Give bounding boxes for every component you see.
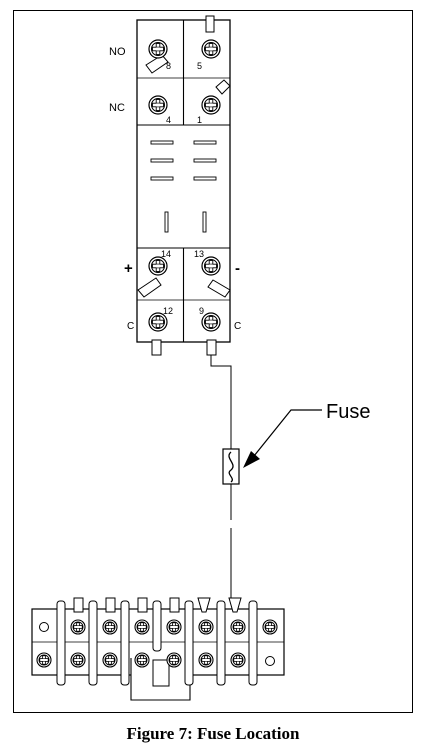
fuse [222,448,240,485]
terminal-13 [201,256,231,298]
terminal-4 [148,95,168,115]
figure-frame [13,10,413,713]
terminal-number-13: 13 [194,249,204,259]
terminal-8 [145,39,169,74]
fuse-callout-arrow [243,409,322,468]
label-c-right: C [234,321,241,332]
terminal-number-9: 9 [199,306,204,316]
label-c-left: C [127,321,134,332]
terminal-12 [148,312,168,356]
terminal-number-12: 12 [163,306,173,316]
socket-slots [150,140,217,233]
terminal-strip [31,597,285,701]
terminal-number-8: 8 [166,61,171,71]
terminal-number-1: 1 [197,115,202,125]
label-nc: NC [109,102,125,114]
terminal-14 [137,256,168,298]
figure-caption: Figure 7: Fuse Location [126,724,300,743]
label-minus: - [235,260,240,277]
terminal-5 [201,15,221,59]
terminal-number-14: 14 [161,249,171,259]
relay-socket [136,15,231,356]
label-plus: + [124,260,133,277]
fuse-label: Fuse [326,401,370,423]
terminal-number-4: 4 [166,115,171,125]
label-no: NO [109,46,126,58]
terminal-1 [201,79,231,115]
terminal-number-5: 5 [197,61,202,71]
fuse-wire [210,355,232,600]
